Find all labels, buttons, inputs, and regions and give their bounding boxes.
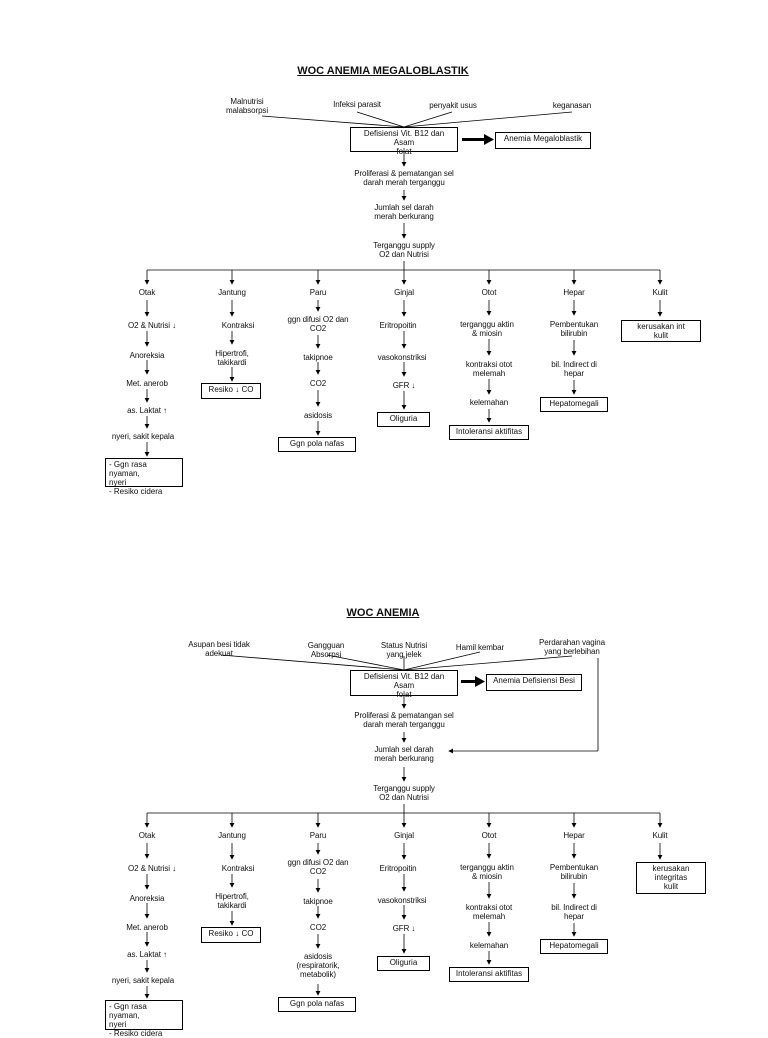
- woc1-otak-met-anerob: Met. anerob: [126, 379, 168, 388]
- woc1-ginjal: Ginjal: [394, 288, 414, 297]
- woc2-ginjal: Ginjal: [394, 831, 414, 840]
- woc2-paru-box: Ggn pola nafas: [278, 997, 356, 1012]
- woc2-cause-asupan-besi: Asupan besi tidak adekuat: [188, 640, 250, 658]
- woc2-otak-anoreksia: Anoreksia: [129, 894, 165, 903]
- woc2-otot-kontraksi: kontraksi otot melemah: [465, 903, 513, 921]
- woc2-defisiensi-box: Defisiensi Vit. B12 dan Asam folat: [350, 670, 458, 699]
- woc1-ginjal-eritropoitin: Eritropoitin: [379, 321, 417, 330]
- woc2-anemia-result-box: Anemia Defisiensi Besi: [486, 674, 582, 691]
- woc2-otak: Otak: [138, 831, 156, 840]
- woc1-otak-laktat: as. Laktat ↑: [127, 406, 167, 415]
- woc1-step-jumlah-sel: Jumlah sel darah merah berkurang: [374, 203, 434, 221]
- woc1-jantung-hipertrofi: Hipertrofi, takikardi: [215, 349, 249, 367]
- woc1-step-proliferasi: Proliferasi & pematangan sel darah merah…: [354, 169, 454, 187]
- woc2-cause-gangguan-absorpsi: Gangguan Absorpsi: [307, 641, 345, 659]
- woc1-otak-o2: O2 & Nutrisi ↓: [128, 321, 176, 330]
- woc2-otot-aktin: terganggu aktin & miosin: [460, 863, 514, 881]
- woc1-otak-anoreksia: Anoreksia: [129, 351, 165, 360]
- woc2-ginjal-box: Oliguria: [377, 956, 430, 971]
- woc1-cause-infeksi: Infeksi parasit: [333, 100, 381, 109]
- woc1-cause-penyakit-usus: penyakit usus: [429, 101, 477, 110]
- woc1-ginjal-box: Oliguria: [377, 412, 430, 427]
- woc1-cause-keganasan: keganasan: [552, 101, 592, 110]
- woc2-jantung-kontraksi: Kontraksi: [221, 864, 255, 873]
- woc2-hepar-box: Hepatomegali: [540, 939, 608, 954]
- woc1-paru: Paru: [309, 288, 327, 297]
- woc2-paru-takipnoe: takipnoe: [303, 897, 333, 906]
- woc2-kulit-box: kerusakan integritas kulit: [636, 862, 706, 894]
- woc1-otot-aktin: terganggu aktin & miosin: [460, 320, 514, 338]
- woc1-kulit: Kulit: [652, 288, 668, 297]
- woc2-kulit: Kulit: [652, 831, 668, 840]
- woc1-otot-kontraksi: kontraksi otot melemah: [465, 360, 513, 378]
- woc1-otak-box: - Ggn rasa nyaman, nyeri - Resiko cidera: [105, 458, 183, 496]
- woc1-kulit-box: kerusakan int kulit: [621, 320, 701, 342]
- woc1-otot-box: Intoleransi aktifitas: [449, 425, 529, 440]
- woc1-hepar-box: Hepatomegali: [540, 397, 608, 412]
- woc1-title: WOC ANEMIA MEGALOBLASTIK: [297, 65, 469, 77]
- woc2-ginjal-gfr: GFR ↓: [392, 924, 416, 933]
- woc2-paru-asidosis: asidosis (respiratorik, metabolik): [296, 952, 340, 979]
- woc2-paru: Paru: [309, 831, 327, 840]
- woc1-otak-nyeri: nyeri, sakit kepala: [111, 432, 175, 441]
- woc2-jantung-box: Resiko ↓ CO: [201, 927, 261, 943]
- woc2-otot-kelemahan: kelemahan: [469, 941, 509, 950]
- woc2-ginjal-eritropoitin: Eritropoitin: [379, 864, 417, 873]
- woc2-otak-box: - Ggn rasa nyaman, nyeri - Resiko cidera: [105, 1000, 183, 1038]
- woc2-otak-nyeri: nyeri, sakit kepala: [111, 976, 175, 985]
- woc1-step-supply: Terganggu supply O2 dan Nutrisi: [373, 241, 435, 259]
- woc2-ginjal-vasokonstriksi: vasokonstriksi: [377, 896, 427, 905]
- woc2-hepar-indirect: bil. Indirect di hepar: [551, 903, 597, 921]
- woc2-jantung-hipertrofi: Hipertrofi, takikardi: [215, 892, 249, 910]
- woc1-ginjal-gfr: GFR ↓: [392, 381, 416, 390]
- woc2-jantung: Jantung: [218, 831, 246, 840]
- woc2-otot: Otot: [481, 831, 497, 840]
- woc2-cause-hamil-kembar: Hamil kembar: [455, 643, 505, 652]
- woc2-step-proliferasi: Proliferasi & pematangan sel darah merah…: [354, 711, 454, 729]
- woc2-otak-o2: O2 & Nutrisi ↓: [128, 864, 176, 873]
- woc2-hepar: Hepar: [563, 831, 585, 840]
- woc1-paru-difusi: ggn difusi O2 dan CO2: [287, 315, 349, 333]
- woc1-paru-takipnoe: takipnoe: [303, 353, 333, 362]
- woc2-step-supply: Terganggu supply O2 dan Nutrisi: [373, 784, 435, 802]
- woc1-paru-co2: CO2: [309, 379, 327, 388]
- woc2-otot-box: Intoleransi aktifitas: [449, 967, 529, 982]
- woc2-cause-status-nutrisi: Status Nutrisi yang jelek: [380, 641, 428, 659]
- woc1-paru-box: Ggn pola nafas: [278, 437, 356, 452]
- woc2-otak-laktat: as. Laktat ↑: [127, 950, 167, 959]
- woc2-cause-perdarahan: Perdarahan vagina yang berlebihan: [539, 638, 605, 656]
- woc1-hepar: Hepar: [563, 288, 585, 297]
- woc1-jantung-box: Resiko ↓ CO: [201, 383, 261, 399]
- woc1-anemia-result-box: Anemia Megaloblastik: [495, 132, 591, 149]
- woc1-jantung-kontraksi: Kontraksi: [221, 321, 255, 330]
- woc1-hepar-indirect: bil. Indirect di hepar: [551, 360, 597, 378]
- woc2-otak-met-anerob: Met. anerob: [126, 923, 168, 932]
- woc1-ginjal-vasokonstriksi: vasokonstriksi: [377, 353, 427, 362]
- woc2-paru-difusi: ggn difusi O2 dan CO2: [287, 858, 349, 876]
- woc2-title: WOC ANEMIA: [346, 607, 420, 619]
- woc1-otak: Otak: [138, 288, 156, 297]
- woc2-step-jumlah-sel: Jumlah sel darah merah berkurang: [374, 745, 434, 763]
- woc1-jantung: Jantung: [218, 288, 246, 297]
- woc1-hepar-bilirubin: Pembentukan bilirubin: [549, 320, 599, 338]
- woc1-paru-asidosis: asidosis: [303, 411, 333, 420]
- woc1-defisiensi-box: Defisiensi Vit. B12 dan Asam folat: [350, 127, 458, 156]
- woc1-cause-malnutrisi: Malnutrisi malabsorpsi: [225, 97, 269, 115]
- woc1-otot-kelemahan: kelemahan: [469, 398, 509, 407]
- woc1-otot: Otot: [481, 288, 497, 297]
- woc2-hepar-bilirubin: Pembentukan bilirubin: [549, 863, 599, 881]
- woc2-paru-co2: CO2: [309, 923, 327, 932]
